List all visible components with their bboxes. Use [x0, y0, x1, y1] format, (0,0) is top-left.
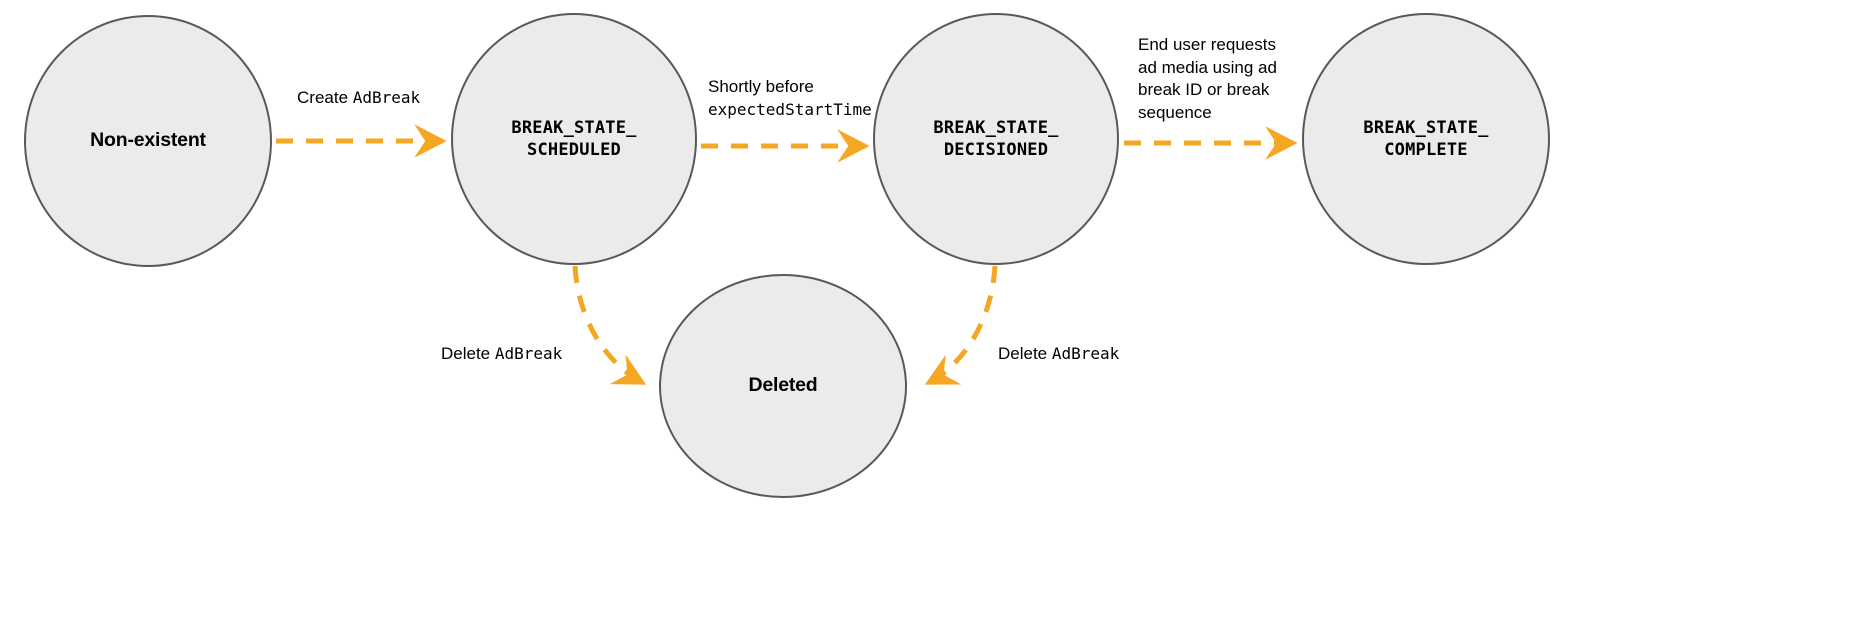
- edge-label-line: ad media using ad: [1138, 57, 1277, 80]
- code-token: AdBreak: [352, 88, 421, 107]
- edge-label-delete-adbreak-from-scheduled: Delete AdBreak: [441, 343, 562, 366]
- edge-label-line: End user requests: [1138, 34, 1277, 57]
- state-node-label: BREAK_STATE_ DECISIONED: [933, 117, 1059, 160]
- state-node-break-state-scheduled[interactable]: BREAK_STATE_ SCHEDULED: [451, 13, 697, 265]
- label-text: Shortly before: [708, 77, 814, 96]
- state-node-break-state-decisioned[interactable]: BREAK_STATE_ DECISIONED: [873, 13, 1119, 265]
- edge-label-line: break ID or break: [1138, 79, 1277, 102]
- label-text: sequence: [1138, 102, 1212, 122]
- state-node-label: Deleted: [748, 374, 818, 397]
- code-token: expectedStartTime: [708, 99, 872, 119]
- state-node-break-state-complete[interactable]: BREAK_STATE_ COMPLETE: [1302, 13, 1550, 265]
- edge-label-end-user-requests-ad-media: End user requests ad media using ad break …: [1138, 34, 1277, 124]
- state-node-deleted[interactable]: Deleted: [659, 274, 907, 498]
- edge-label-line: Delete AdBreak: [998, 343, 1119, 366]
- state-node-non-existent[interactable]: Non-existent: [24, 15, 272, 267]
- code-token: AdBreak: [1051, 344, 1120, 363]
- edge-label-line: Delete AdBreak: [441, 343, 562, 366]
- edge-label-line: Shortly before: [708, 76, 872, 99]
- edge-label-delete-adbreak-from-decisioned: Delete AdBreak: [998, 343, 1119, 366]
- edge-delete-adbreak-from-scheduled: [572, 265, 647, 386]
- label-text: Delete: [441, 344, 495, 363]
- label-text: End user requests: [1138, 35, 1276, 54]
- edge-label-create-adbreak: Create AdBreak: [297, 87, 420, 110]
- label-text: break ID or break: [1138, 80, 1270, 100]
- code-token: AdBreak: [494, 344, 563, 363]
- label-text: Create: [297, 88, 353, 107]
- edge-label-shortly-before-expectedstarttime: Shortly before expectedStartTime: [708, 76, 872, 121]
- state-node-label: Non-existent: [90, 129, 206, 152]
- edge-label-line: expectedStartTime: [708, 99, 872, 122]
- edge-label-line: Create AdBreak: [297, 87, 420, 110]
- state-node-label: BREAK_STATE_ COMPLETE: [1363, 117, 1489, 160]
- edge-delete-adbreak-from-decisioned: [924, 265, 998, 386]
- edge-label-line: sequence: [1138, 102, 1277, 125]
- label-text: ad media using ad: [1138, 57, 1277, 77]
- state-node-label: BREAK_STATE_ SCHEDULED: [511, 117, 637, 160]
- label-text: Delete: [998, 344, 1052, 363]
